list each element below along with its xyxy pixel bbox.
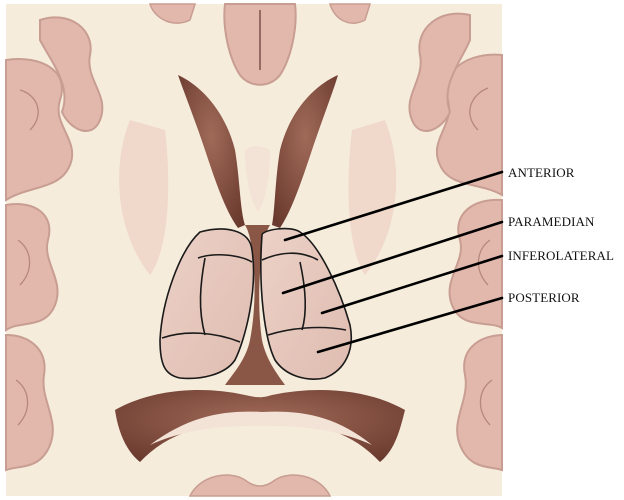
label-anterior: ANTERIOR [508,165,575,180]
label-posterior: POSTERIOR [508,290,580,305]
label-paramedian: PARAMEDIAN [508,214,595,229]
label-inferolateral: INFEROLATERAL [508,248,614,263]
